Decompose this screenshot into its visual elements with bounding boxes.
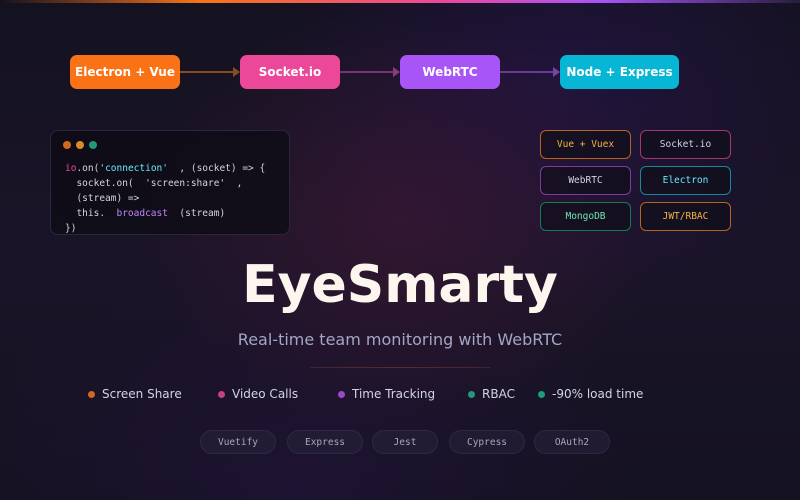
feature-label: -90% load time <box>552 387 644 401</box>
bullet-icon <box>538 390 545 398</box>
code-token: , <box>225 178 243 189</box>
feature-item-load-time: -90% load time <box>538 387 643 401</box>
chip-express: Express <box>287 430 363 454</box>
chip-cypress: Cypress <box>449 430 525 454</box>
tech-tag-vue-vuex: Vue + Vuex <box>540 130 631 159</box>
flow-arrow <box>180 67 240 77</box>
bullet-icon <box>88 390 95 398</box>
bullet-icon <box>468 390 475 398</box>
feature-item-screen-share: Screen Share <box>88 387 182 401</box>
bullet-icon <box>218 390 225 398</box>
code-token: socket.on( <box>65 178 146 189</box>
window-dot-icon <box>76 141 84 149</box>
window-controls <box>63 141 97 149</box>
flow-arrow <box>340 67 400 77</box>
flow-node-webrtc: WebRTC <box>400 55 500 89</box>
flow-node-electron-vue: Electron + Vue <box>70 55 180 89</box>
code-token: this. <box>65 208 117 219</box>
chip-jest: Jest <box>372 430 438 454</box>
window-dot-icon <box>89 141 97 149</box>
code-window: io.on('connection' , (socket) => { socke… <box>50 130 290 235</box>
tech-tag-webrtc: WebRTC <box>540 166 631 195</box>
code-token: broadcast <box>116 208 168 219</box>
tech-tag-electron: Electron <box>640 166 731 195</box>
code-token: io <box>65 163 77 174</box>
feature-label: Time Tracking <box>352 387 436 401</box>
flow-node-node-express: Node + Express <box>560 55 679 89</box>
feature-label: Video Calls <box>232 387 299 401</box>
flow-node-socketio: Socket.io <box>240 55 340 89</box>
bullet-icon <box>338 390 345 398</box>
code-token: , (socket) => { <box>167 163 266 174</box>
chip-oauth2: OAuth2 <box>534 430 610 454</box>
top-gradient-bar <box>0 0 800 3</box>
tech-tag-jwt-rbac: JWT/RBAC <box>640 202 731 231</box>
feature-item-time-tracking: Time Tracking <box>338 387 435 401</box>
feature-item-video-calls: Video Calls <box>218 387 298 401</box>
code-token: (stream) => <box>65 193 140 204</box>
window-dot-icon <box>63 141 71 149</box>
tech-tag-socketio: Socket.io <box>640 130 731 159</box>
code-snippet: io.on('connection' , (socket) => { socke… <box>65 161 265 236</box>
chip-vuetify: Vuetify <box>200 430 276 454</box>
code-token: 'connection' <box>99 163 168 174</box>
feature-label: Screen Share <box>102 387 182 401</box>
divider <box>310 367 490 368</box>
tech-tag-mongodb: MongoDB <box>540 202 631 231</box>
code-token: (stream) <box>167 208 226 219</box>
feature-label: RBAC <box>482 387 515 401</box>
code-token: .on( <box>76 163 100 174</box>
feature-item-rbac: RBAC <box>468 387 515 401</box>
page-subtitle: Real-time team monitoring with WebRTC <box>237 330 563 349</box>
flow-arrow <box>500 67 560 77</box>
code-token: }) <box>65 223 77 234</box>
code-token: 'screen:share' <box>145 178 226 189</box>
page-title: EyeSmarty <box>242 255 558 315</box>
